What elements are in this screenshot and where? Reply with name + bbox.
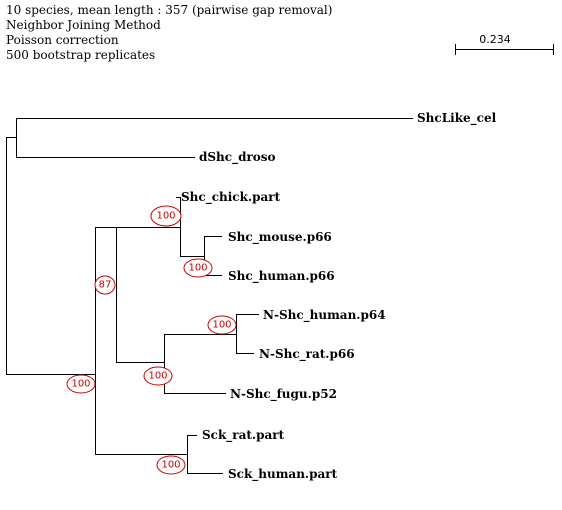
bootstrap-nshc-mammal-node: 100: [207, 315, 237, 335]
bootstrap-label-ingroup-node: 100: [71, 379, 90, 390]
bootstrap-sck-node: 100: [156, 455, 186, 475]
taxon-label-nshc-rat: N-Shc_rat.p66: [259, 347, 355, 362]
taxon-label-shc-mouse: Shc_mouse.p66: [228, 230, 332, 245]
bootstrap-label-shc-mammal-node: 100: [188, 263, 207, 274]
bootstrap-label-nshc-mammal-node: 100: [212, 320, 231, 331]
taxon-label-sck-rat: Sck_rat.part: [202, 428, 285, 443]
header-correction: Poisson correction: [6, 33, 119, 47]
tree-branches: [6, 118, 413, 474]
bootstrap-shc-clade: 87: [94, 275, 116, 295]
bootstrap-label-shc-node: 100: [156, 211, 175, 222]
bootstrap-label-shc-clade: 87: [99, 280, 112, 291]
taxon-label-shclike-cel: ShcLike_cel: [417, 111, 497, 126]
bootstrap-shc-node: 100: [150, 205, 182, 227]
taxon-label-shc-human: Shc_human.p66: [228, 269, 335, 284]
taxon-label-shc-chick: Shc_chick.part: [181, 190, 281, 205]
header-bootstrap: 500 bootstrap replicates: [6, 48, 155, 62]
bootstrap-shc-mammal-node: 100: [183, 258, 213, 278]
scale-bar: 0.234: [455, 33, 554, 55]
tree-header: 10 species, mean length : 357 (pairwise …: [6, 3, 332, 62]
bootstrap-label-sck-node: 100: [161, 460, 180, 471]
taxon-label-dshc-droso: dShc_droso: [199, 150, 276, 165]
bootstrap-values: 100 100 87 100 100 100 100: [66, 205, 237, 475]
header-species-length: 10 species, mean length : 357 (pairwise …: [6, 3, 332, 17]
taxon-label-nshc-fugu: N-Shc_fugu.p52: [230, 387, 337, 402]
header-method: Neighbor Joining Method: [6, 18, 161, 32]
taxon-label-sck-human: Sck_human.part: [228, 467, 338, 482]
bootstrap-ingroup-node: 100: [66, 374, 96, 394]
bootstrap-label-nshc-node: 100: [148, 371, 167, 382]
taxon-labels: ShcLike_cel dShc_droso Shc_chick.part Sh…: [181, 111, 497, 482]
bootstrap-nshc-node: 100: [143, 366, 173, 386]
scale-bar-label: 0.234: [479, 33, 511, 46]
taxon-label-nshc-human: N-Shc_human.p64: [263, 308, 386, 323]
